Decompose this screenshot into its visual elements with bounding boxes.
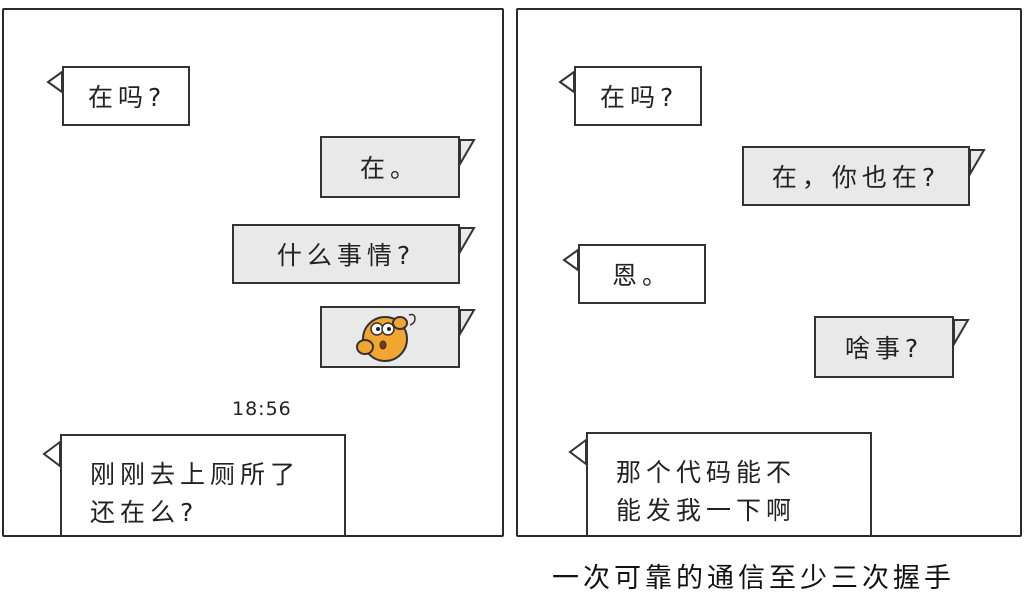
- message-text: 什么事情?: [276, 241, 416, 270]
- message-bubble-incoming: 刚刚去上厕所了 还在么?: [60, 434, 346, 535]
- bubble-tail: [459, 139, 476, 168]
- left-chat-panel: 在吗? 在。 什么事情? 18:56 刚刚去上厕所了 还在么?: [2, 8, 504, 537]
- bubble-tail: [459, 227, 476, 256]
- bubble-tail: [969, 149, 986, 178]
- bubble-tail: [953, 319, 970, 348]
- message-text-line: 刚刚去上厕所了: [90, 460, 301, 489]
- message-bubble-outgoing-sticker: [320, 306, 460, 368]
- message-bubble-incoming: 那个代码能不 能发我一下啊: [586, 432, 872, 535]
- message-bubble-incoming: 恩。: [578, 244, 706, 304]
- confused-face-icon: [356, 313, 416, 362]
- message-bubble-outgoing: 啥事?: [814, 316, 954, 378]
- message-text: 啥事?: [844, 334, 924, 363]
- bubble-tail: [42, 440, 61, 468]
- right-chat-panel: 在吗? 在，你也在? 恩。 啥事? 那个代码能不 能发我一下啊: [516, 8, 1022, 537]
- bubble-tail: [459, 309, 476, 338]
- message-text-line: 还在么?: [90, 498, 199, 527]
- message-bubble-outgoing: 在。: [320, 136, 460, 198]
- message-text-line: 能发我一下啊: [616, 496, 797, 525]
- message-text: 在吗?: [600, 83, 679, 112]
- bubble-tail: [562, 248, 579, 272]
- comic-caption: 一次可靠的通信至少三次握手: [552, 563, 955, 594]
- bubble-tail: [46, 70, 63, 94]
- message-text-line: 那个代码能不: [616, 458, 797, 487]
- message-bubble-outgoing: 在，你也在?: [742, 146, 970, 206]
- message-bubble-incoming: 在吗?: [62, 66, 190, 126]
- message-text: 恩。: [611, 261, 672, 290]
- bubble-tail: [558, 70, 575, 94]
- message-timestamp: 18:56: [232, 398, 292, 420]
- message-bubble-incoming: 在吗?: [574, 66, 702, 126]
- message-bubble-outgoing: 什么事情?: [232, 224, 460, 284]
- message-text: 在吗?: [88, 83, 167, 112]
- message-text: 在。: [359, 154, 420, 183]
- bubble-tail: [568, 438, 587, 466]
- message-text: 在，你也在?: [771, 163, 941, 192]
